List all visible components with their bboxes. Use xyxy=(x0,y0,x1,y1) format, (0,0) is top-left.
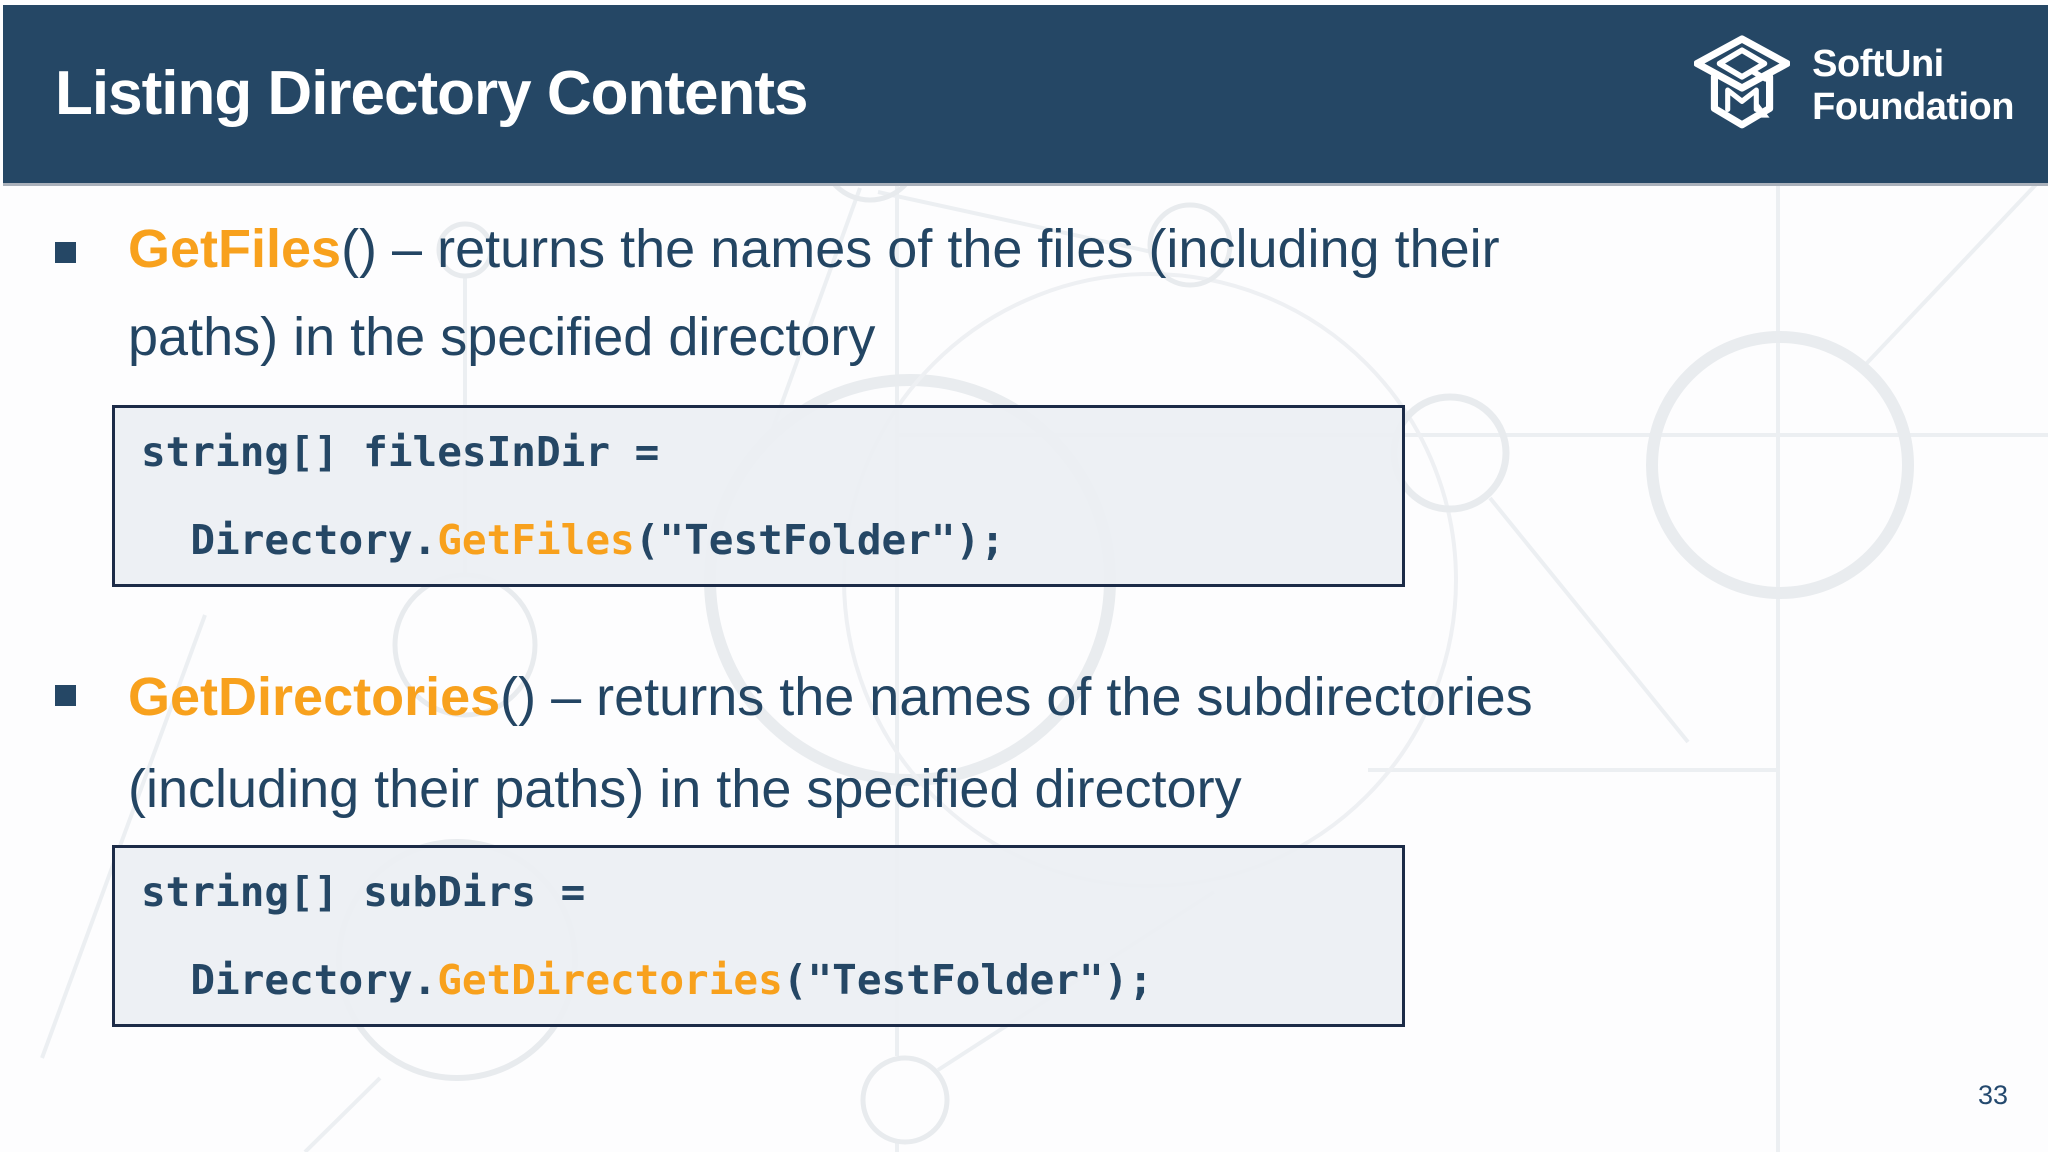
softuni-foundation-logo: SoftUni Foundation xyxy=(1694,35,2014,137)
bullet-marker xyxy=(55,685,76,706)
code-prefix: Directory. xyxy=(141,956,438,1004)
page-title: Listing Directory Contents xyxy=(55,59,809,128)
code-prefix: Directory. xyxy=(141,516,438,564)
code-keyword-getfiles: GetFiles xyxy=(437,516,635,564)
bullet-marker xyxy=(55,242,76,263)
bullet-getdirectories: GetDirectories() – returns the names of … xyxy=(128,651,1533,835)
logo-line-2: Foundation xyxy=(1812,86,2014,128)
keyword-getdirectories: GetDirectories xyxy=(128,667,501,727)
logo-line-1: SoftUni xyxy=(1812,43,1944,85)
bullet-getdirectories-line1-rest: () – returns the names of the subdirecto… xyxy=(500,667,1533,727)
code-line-2: Directory.GetDirectories("TestFolder"); xyxy=(115,936,1402,1024)
code-keyword-getdirectories: GetDirectories xyxy=(437,956,783,1004)
bullet-getfiles: GetFiles() – returns the names of the fi… xyxy=(128,205,1500,381)
keyword-getfiles: GetFiles xyxy=(128,219,342,279)
code-suffix: ("TestFolder"); xyxy=(782,956,1154,1004)
code-box-getdirectories: string[] subDirs = Directory.GetDirector… xyxy=(112,845,1405,1027)
code-line-1: string[] subDirs = xyxy=(141,868,586,916)
bullet-getfiles-line1-rest: () – returns the names of the files (inc… xyxy=(341,219,1500,279)
logo-text: SoftUni Foundation xyxy=(1812,43,2014,129)
graduation-cap-icon xyxy=(1694,35,1791,129)
code-box-getfiles: string[] filesInDir = Directory.GetFiles… xyxy=(112,405,1405,587)
bullet-getfiles-line1: GetFiles() – returns the names of the fi… xyxy=(128,205,1500,293)
bullet-getdirectories-line1: GetDirectories() – returns the names of … xyxy=(128,651,1533,743)
code-line-1: string[] filesInDir = xyxy=(141,428,660,476)
bullet-getfiles-line2: paths) in the specified directory xyxy=(128,307,876,367)
page-number: 33 xyxy=(1978,1080,2009,1110)
slide-header: Listing Directory Contents SoftUni Found… xyxy=(3,5,2048,186)
bullet-getdirectories-line2: (including their paths) in the specified… xyxy=(128,759,1242,819)
code-suffix: ("TestFolder"); xyxy=(634,516,1005,564)
code-line-2: Directory.GetFiles("TestFolder"); xyxy=(115,496,1402,584)
